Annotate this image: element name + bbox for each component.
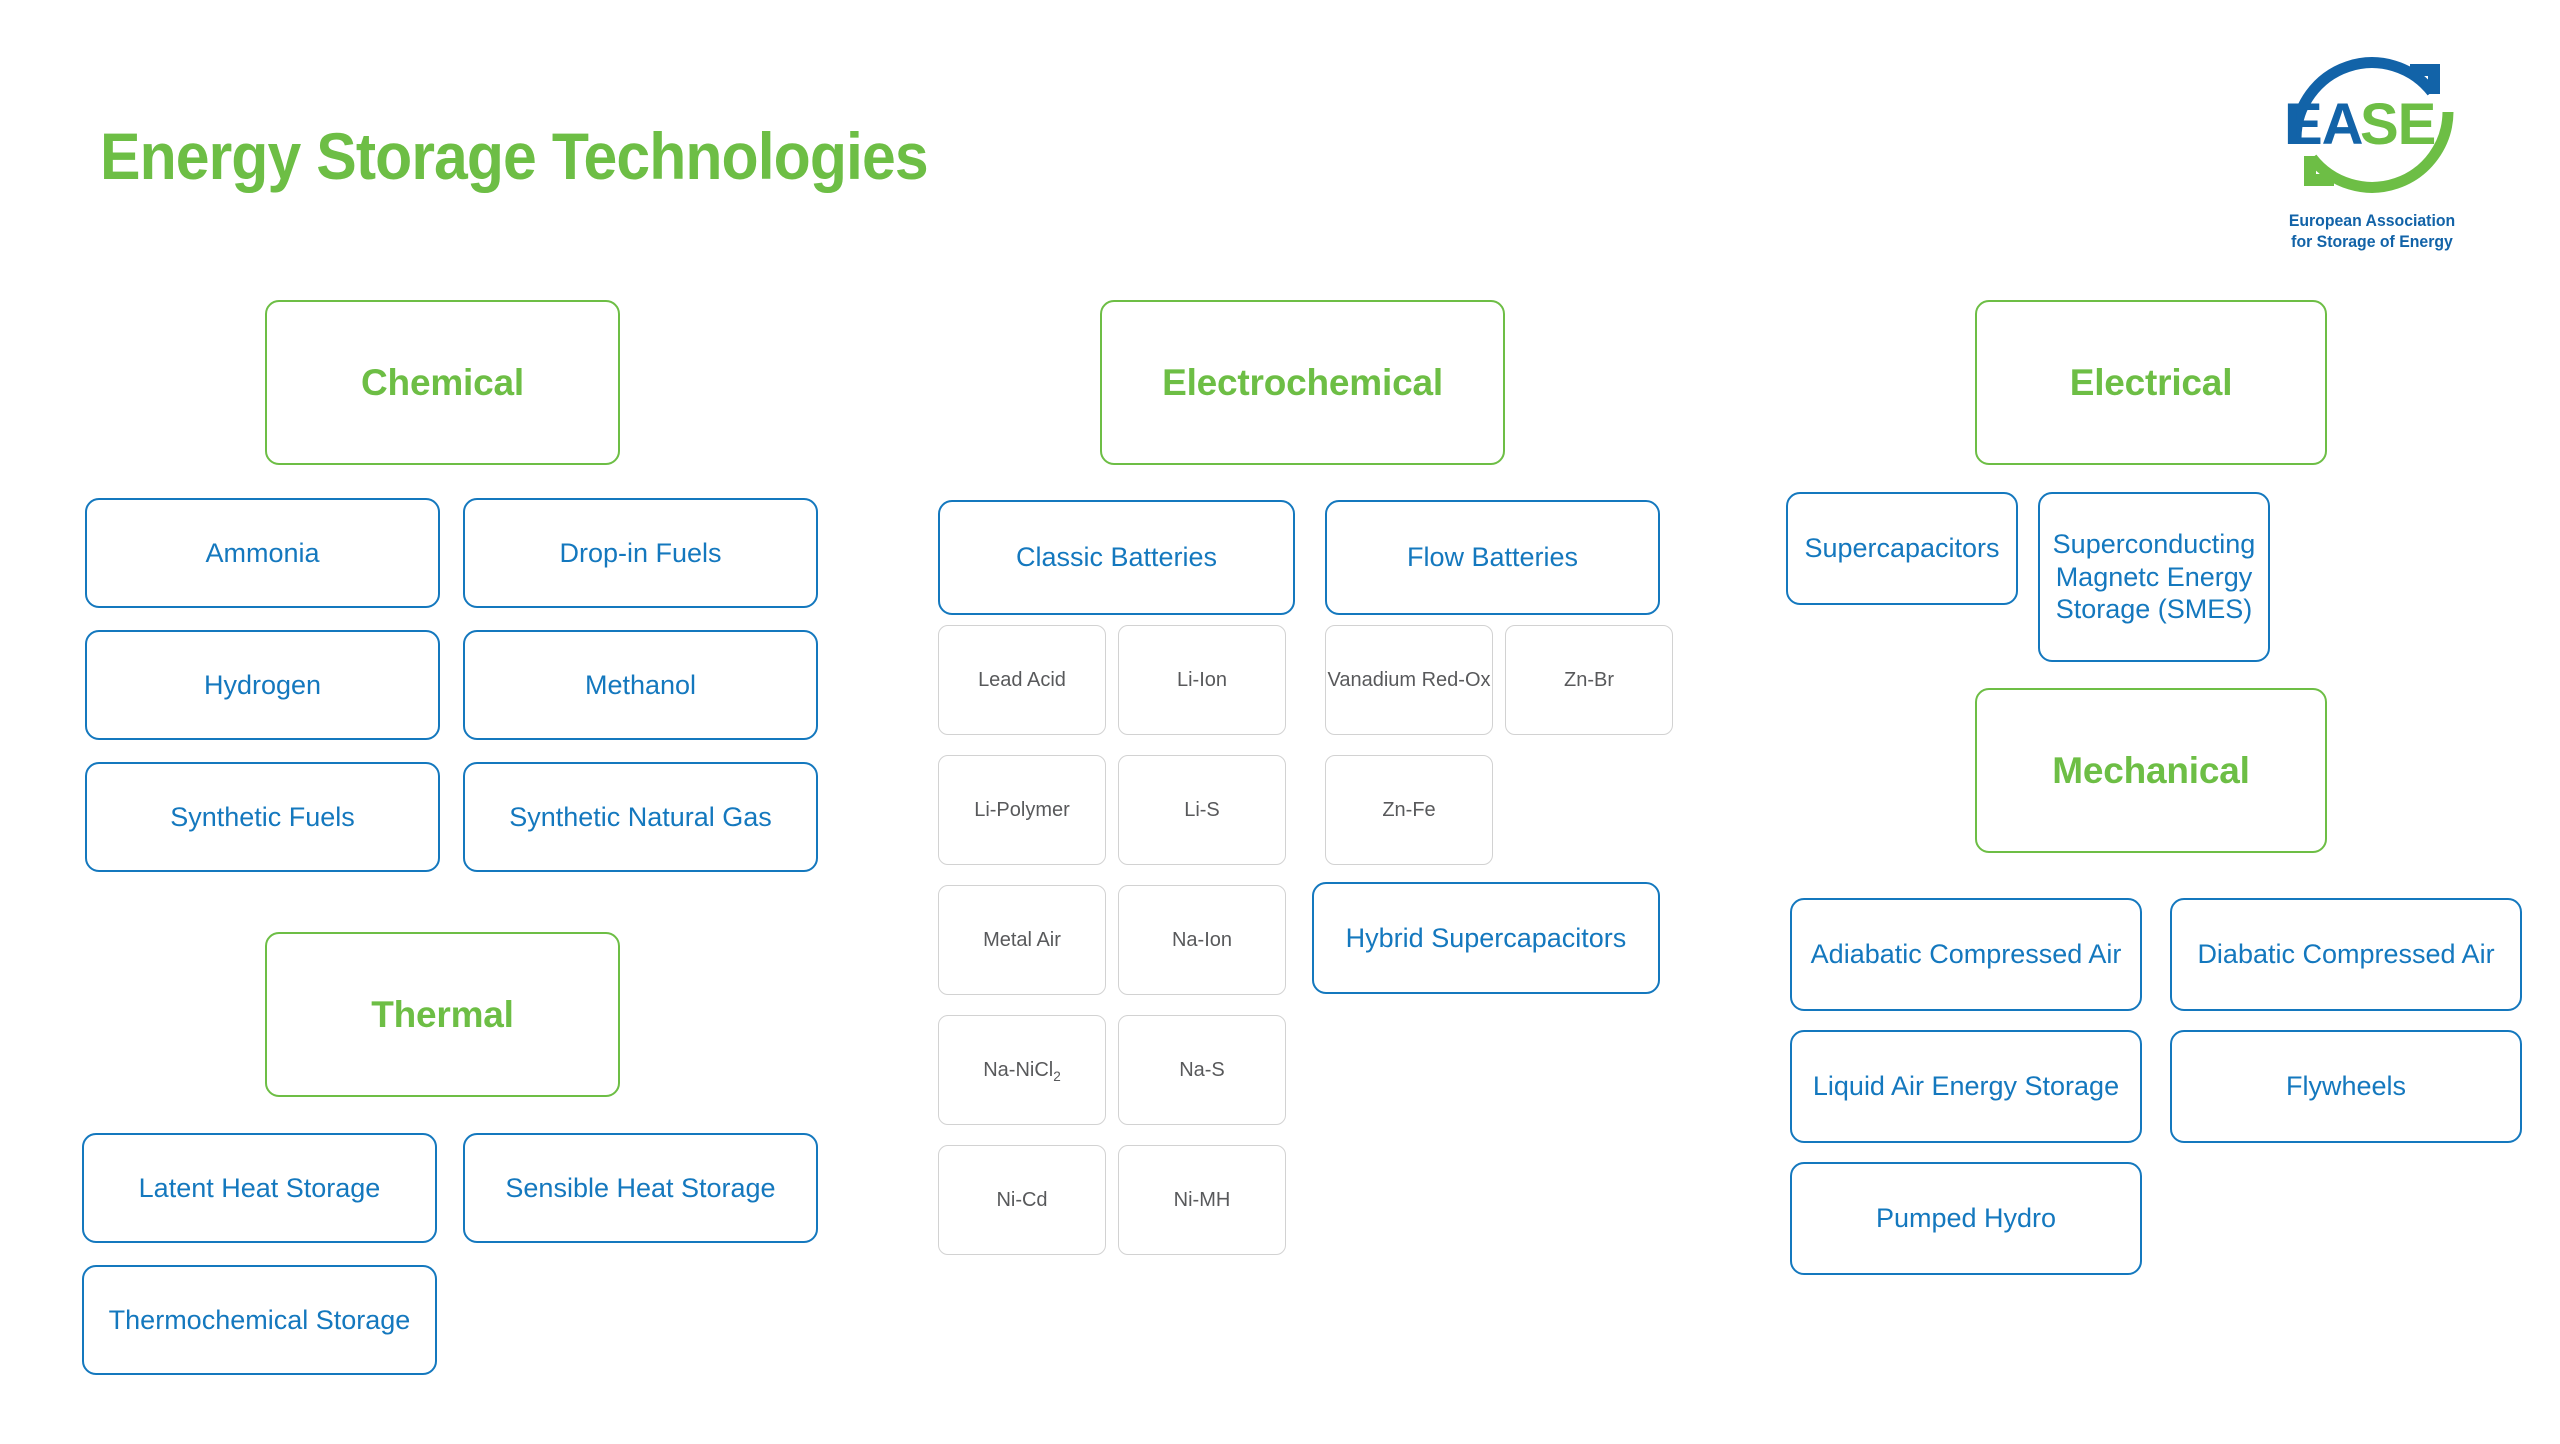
tech-box-pumped-hydro[interactable]: Pumped Hydro bbox=[1790, 1162, 2142, 1275]
category-header-electrochemical[interactable]: Electrochemical bbox=[1100, 300, 1505, 465]
category-header-chemical-label: Chemical bbox=[361, 361, 524, 403]
tech-label: Superconducting Magnetc Energy Storage (… bbox=[2052, 528, 2256, 625]
tech-label: Diabatic Compressed Air bbox=[2197, 939, 2495, 970]
tech-label: Li-Polymer bbox=[974, 798, 1070, 821]
tech-label: Metal Air bbox=[983, 928, 1061, 951]
tech-label: Ni-MH bbox=[1173, 1188, 1231, 1211]
tech-box-ammonia[interactable]: Ammonia bbox=[85, 498, 440, 608]
tech-label: Liquid Air Energy Storage bbox=[1812, 1071, 2120, 1102]
tech-label: Thermochemical Storage bbox=[108, 1304, 411, 1335]
tech-label: Li-Ion bbox=[1176, 668, 1228, 691]
na-nicl2-subscript: 2 bbox=[1053, 1068, 1061, 1084]
category-header-thermal[interactable]: Thermal bbox=[265, 932, 620, 1097]
tech-label: Methanol bbox=[584, 669, 697, 700]
tech-box-liquid-air-energy-storage[interactable]: Liquid Air Energy Storage bbox=[1790, 1030, 2142, 1143]
category-header-chemical[interactable]: Chemical bbox=[265, 300, 620, 465]
tech-label: Na-NiCl2 bbox=[983, 1058, 1061, 1084]
tech-label: Sensible Heat Storage bbox=[505, 1172, 776, 1203]
tech-label: Li-S bbox=[1184, 798, 1220, 821]
tech-box-supercapacitors[interactable]: Supercapacitors bbox=[1786, 492, 2018, 605]
tech-box-synthetic-fuels[interactable]: Synthetic Fuels bbox=[85, 762, 440, 872]
page-title: Energy Storage Technologies bbox=[100, 119, 929, 193]
tech-label: Pumped Hydro bbox=[1875, 1203, 2057, 1234]
tech-label: Synthetic Fuels bbox=[170, 801, 355, 832]
tech-box-li-s[interactable]: Li-S bbox=[1118, 755, 1286, 865]
category-header-thermal-label: Thermal bbox=[371, 993, 514, 1035]
tech-label: Na-S bbox=[1179, 1058, 1225, 1081]
subgroup-box-flow-batteries[interactable]: Flow Batteries bbox=[1325, 500, 1660, 615]
tech-box-na-ion[interactable]: Na-Ion bbox=[1118, 885, 1286, 995]
logo-caption-line1: European Association bbox=[2288, 211, 2456, 230]
tech-label: Lead Acid bbox=[978, 668, 1066, 691]
tech-box-li-polymer[interactable]: Li-Polymer bbox=[938, 755, 1106, 865]
tech-box-na-s[interactable]: Na-S bbox=[1118, 1015, 1286, 1125]
category-header-mechanical-label: Mechanical bbox=[2052, 749, 2250, 791]
logo-caption-line2: for Storage of Energy bbox=[2291, 232, 2453, 252]
tech-label: Vanadium Red-Ox bbox=[1327, 668, 1491, 691]
tech-label: Hydrogen bbox=[203, 669, 322, 700]
svg-text:EA: EA bbox=[2284, 92, 2363, 157]
tech-box-hydrogen[interactable]: Hydrogen bbox=[85, 630, 440, 740]
tech-box-diabatic-compressed-air[interactable]: Diabatic Compressed Air bbox=[2170, 898, 2522, 1011]
tech-label: Zn-Br bbox=[1564, 668, 1614, 691]
tech-label: Flywheels bbox=[2285, 1071, 2407, 1102]
tech-label: Latent Heat Storage bbox=[138, 1172, 381, 1203]
tech-box-smes[interactable]: Superconducting Magnetc Energy Storage (… bbox=[2038, 492, 2270, 662]
ease-logo-mark: EA SE bbox=[2284, 57, 2454, 193]
tech-box-adiabatic-compressed-air[interactable]: Adiabatic Compressed Air bbox=[1790, 898, 2142, 1011]
tech-box-synthetic-natural-gas[interactable]: Synthetic Natural Gas bbox=[463, 762, 818, 872]
tech-box-ni-mh[interactable]: Ni-MH bbox=[1118, 1145, 1286, 1255]
logo-caption: European Association for Storage of Ener… bbox=[2279, 210, 2465, 253]
tech-label: Hybrid Supercapacitors bbox=[1345, 922, 1627, 953]
subgroup-box-classic-batteries[interactable]: Classic Batteries bbox=[938, 500, 1295, 615]
tech-box-zn-br[interactable]: Zn-Br bbox=[1505, 625, 1673, 735]
tech-box-thermochemical-storage[interactable]: Thermochemical Storage bbox=[82, 1265, 437, 1375]
subgroup-label: Classic Batteries bbox=[1015, 542, 1218, 573]
ease-logo: EA SE European Association for Storage o… bbox=[2272, 42, 2472, 257]
tech-box-sensible-heat-storage[interactable]: Sensible Heat Storage bbox=[463, 1133, 818, 1243]
tech-label: Drop-in Fuels bbox=[559, 537, 722, 568]
category-header-electrical-label: Electrical bbox=[2069, 361, 2233, 403]
tech-label: Adiabatic Compressed Air bbox=[1810, 939, 2122, 970]
tech-box-drop-in-fuels[interactable]: Drop-in Fuels bbox=[463, 498, 818, 608]
na-nicl2-base: Na-NiCl bbox=[983, 1058, 1054, 1081]
tech-box-latent-heat-storage[interactable]: Latent Heat Storage bbox=[82, 1133, 437, 1243]
category-header-mechanical[interactable]: Mechanical bbox=[1975, 688, 2327, 853]
tech-box-na-nicl2[interactable]: Na-NiCl2 bbox=[938, 1015, 1106, 1125]
tech-box-zn-fe[interactable]: Zn-Fe bbox=[1325, 755, 1493, 865]
tech-box-vanadium-red-ox[interactable]: Vanadium Red-Ox bbox=[1325, 625, 1493, 735]
tech-label: Ammonia bbox=[205, 537, 320, 568]
tech-label: Na-Ion bbox=[1171, 928, 1233, 951]
svg-text:SE: SE bbox=[2360, 92, 2435, 157]
tech-box-metal-air[interactable]: Metal Air bbox=[938, 885, 1106, 995]
tech-box-lead-acid[interactable]: Lead Acid bbox=[938, 625, 1106, 735]
subgroup-label: Flow Batteries bbox=[1406, 542, 1579, 573]
tech-box-hybrid-supercapacitors[interactable]: Hybrid Supercapacitors bbox=[1312, 882, 1660, 994]
tech-label: Synthetic Natural Gas bbox=[509, 801, 772, 832]
category-header-electrochemical-label: Electrochemical bbox=[1162, 361, 1443, 403]
tech-label: Ni-Cd bbox=[996, 1188, 1048, 1211]
tech-label: Supercapacitors bbox=[1804, 533, 2000, 564]
tech-box-methanol[interactable]: Methanol bbox=[463, 630, 818, 740]
tech-box-li-ion[interactable]: Li-Ion bbox=[1118, 625, 1286, 735]
tech-box-flywheels[interactable]: Flywheels bbox=[2170, 1030, 2522, 1143]
category-header-electrical[interactable]: Electrical bbox=[1975, 300, 2327, 465]
tech-box-ni-cd[interactable]: Ni-Cd bbox=[938, 1145, 1106, 1255]
tech-label: Zn-Fe bbox=[1382, 798, 1436, 821]
